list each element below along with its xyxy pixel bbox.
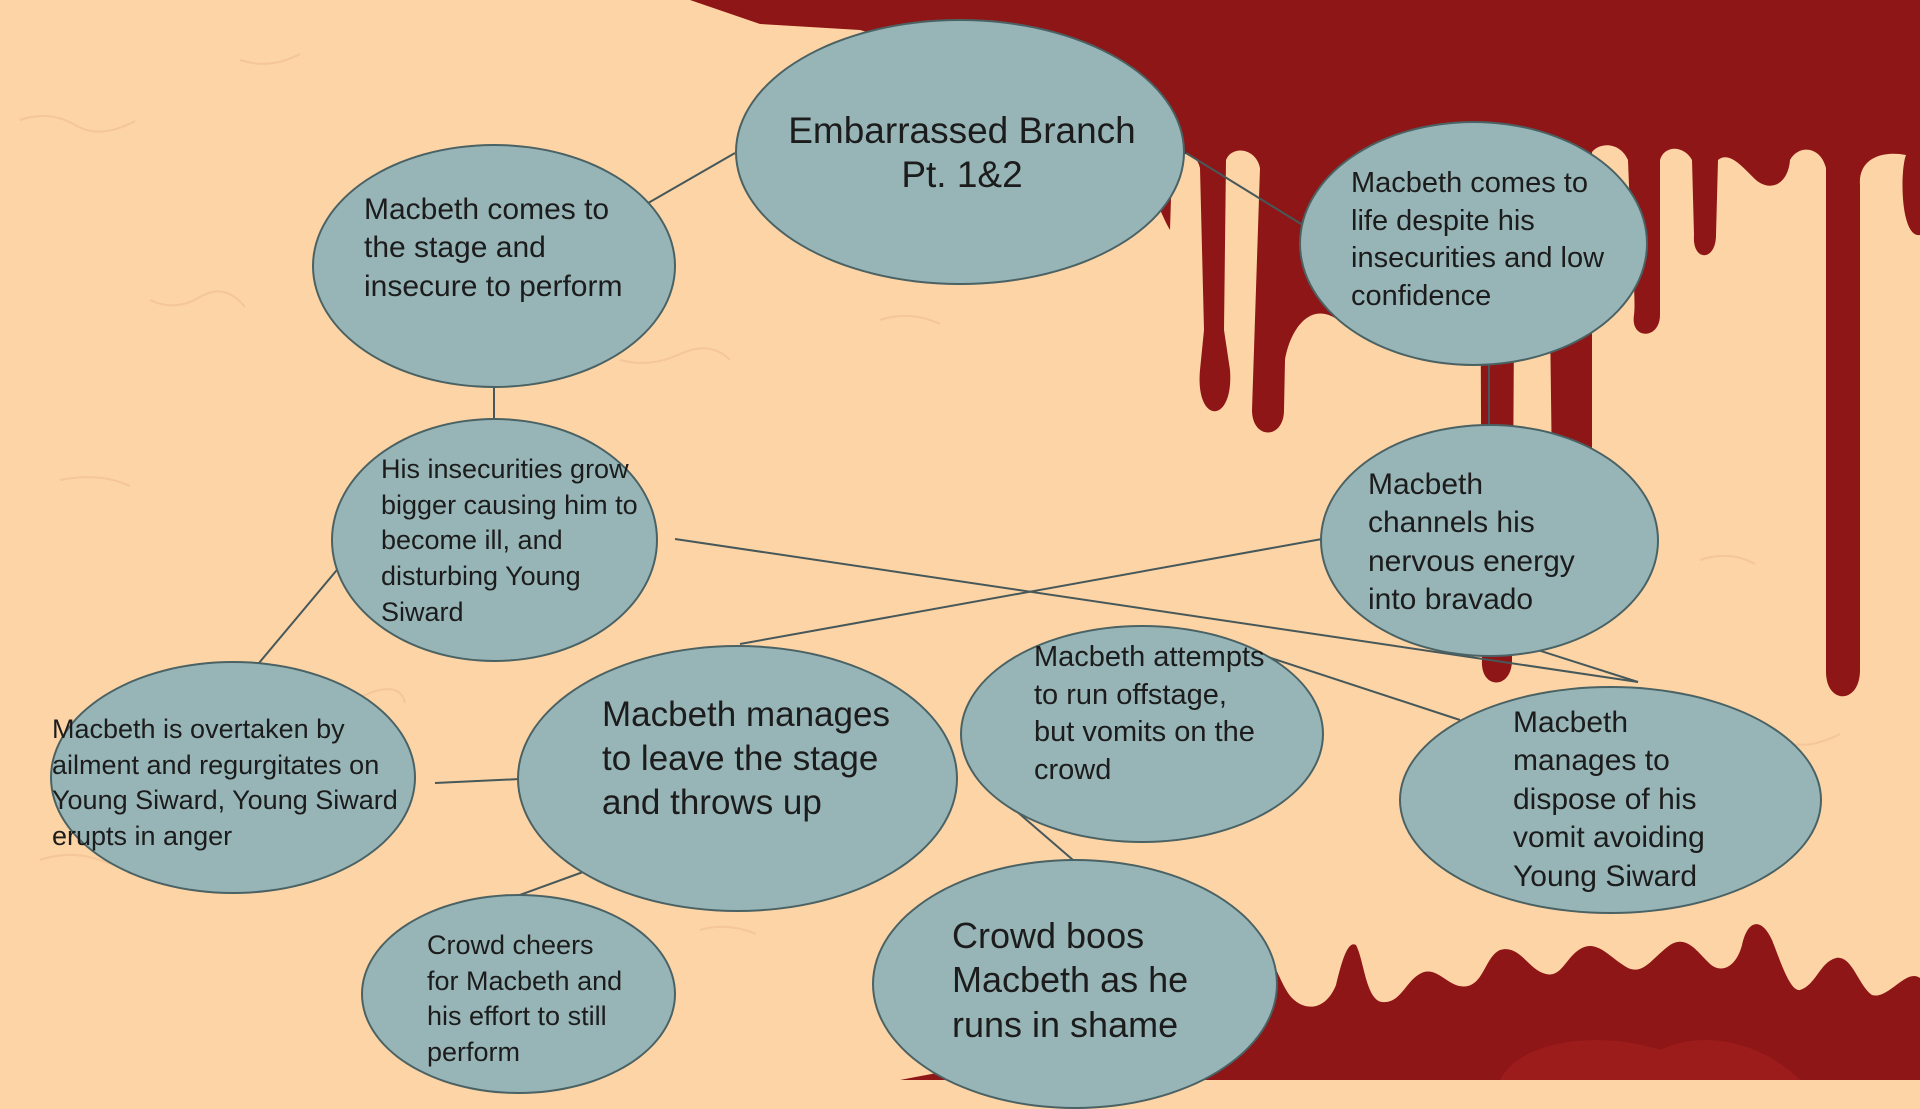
connector-root-left-top [635,152,736,211]
node-left-top[interactable]: Macbeth comes to the stage and insecure … [312,144,676,388]
node-left-top-label: Macbeth comes to the stage and insecure … [364,193,623,303]
node-center-leave[interactable]: Macbeth manages to leave the stage and t… [517,645,958,912]
root-node[interactable]: Embarrassed Branch Pt. 1&2 [735,19,1185,285]
node-right-low[interactable]: Macbeth manages to dispose of his vomit … [1399,686,1822,914]
node-left-mid[interactable]: His insecurities grow bigger causing him… [331,418,658,662]
node-left-low[interactable]: Macbeth is overtaken by ailment and regu… [50,661,416,894]
node-boos[interactable]: Crowd boos Macbeth as he runs in shame [872,859,1278,1109]
node-right-mid[interactable]: Macbeth channels his nervous energy into… [1320,424,1659,657]
node-cheers-label: Crowd cheers for Macbeth and his effort … [427,930,623,1067]
node-left-mid-label: His insecurities grow bigger causing him… [381,454,638,627]
root-node-label: Embarrassed Branch Pt. 1&2 [788,110,1136,195]
node-left-low-label: Macbeth is overtaken by ailment and regu… [52,714,398,851]
node-center-leave-label: Macbeth manages to leave the stage and t… [602,695,890,822]
node-attempts[interactable]: Macbeth attempts to run offstage, but vo… [960,625,1324,843]
node-right-low-label: Macbeth manages to dispose of his vomit … [1513,706,1705,893]
connector-right-mid-center-leave [739,538,1323,645]
node-right-top[interactable]: Macbeth comes to life despite his insecu… [1299,121,1648,366]
node-attempts-label: Macbeth attempts to run offstage, but vo… [1034,641,1265,787]
node-right-mid-label: Macbeth channels his nervous energy into… [1368,468,1575,617]
node-right-top-label: Macbeth comes to life despite his insecu… [1351,167,1605,313]
node-boos-label: Crowd boos Macbeth as he runs in shame [952,915,1189,1045]
connector-attempts-boos [1014,809,1074,861]
connector-left-mid-right-low [674,538,1639,683]
connector-attempts-right-low [1267,656,1461,721]
connector-center-leave-cheers [516,871,584,897]
node-cheers[interactable]: Crowd cheers for Macbeth and his effort … [361,894,676,1094]
connector-left-low-center-leave [434,778,521,784]
